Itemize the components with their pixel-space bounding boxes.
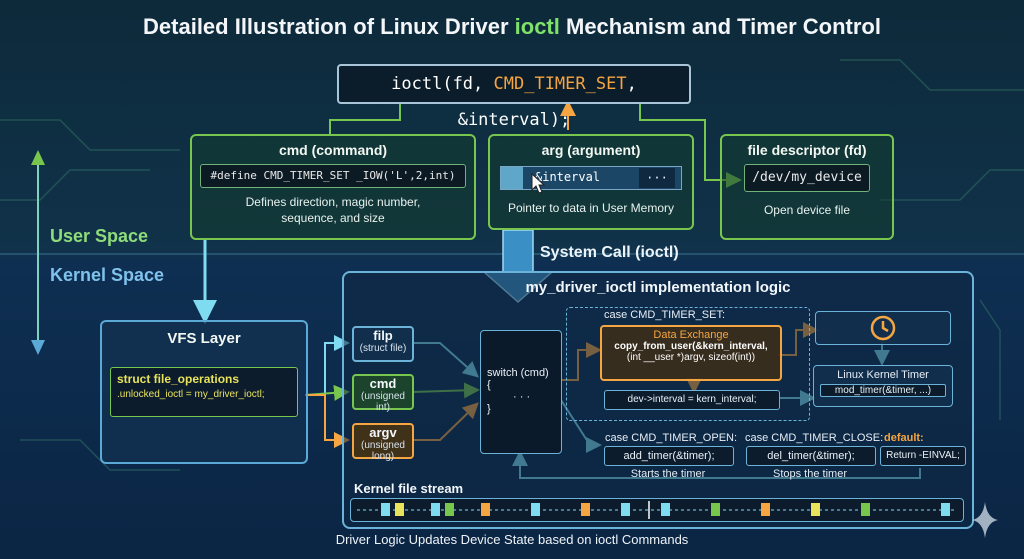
- arg-desc: Pointer to data in User Memory: [507, 201, 675, 215]
- file-stream-icons: [357, 501, 957, 519]
- return-einval: Return -EINVAL;: [880, 446, 966, 466]
- data-exchange-box: Data Exchange copy_from_user(&kern_inter…: [600, 325, 782, 381]
- default-case-label: default:: [884, 432, 924, 444]
- cmd-panel-title: cmd (command): [278, 142, 388, 158]
- switch-ellipsis: · · ·: [513, 391, 531, 403]
- memory-bar: &interval ···: [500, 166, 682, 194]
- sparkle-icon: [972, 502, 998, 538]
- user-space-label: User Space: [50, 226, 149, 246]
- switch-close-brace: }: [487, 403, 491, 415]
- kernel-file-stream-label: Kernel file stream: [354, 481, 464, 496]
- file-operations-struct: struct file_operations: [117, 372, 240, 386]
- arg-panel: arg (argument) &interval ··· Pointer to …: [488, 134, 694, 230]
- copy-from-user-line2: (int __user *)argv, sizeof(int)): [626, 352, 756, 363]
- kernel-timer-box: Linux Kernel Timer mod_timer(&timer, ...…: [813, 365, 953, 407]
- switch-head: switch (cmd): [487, 367, 549, 379]
- param-filp: filp (struct file): [352, 326, 414, 362]
- stream-file-icons: [381, 501, 950, 519]
- case-timer-set-label: case CMD_TIMER_SET:: [604, 309, 726, 321]
- vfs-layer-box: VFS Layer struct file_operations .unlock…: [100, 320, 308, 464]
- clock-icon: [870, 315, 896, 341]
- interval-field: &interval: [535, 170, 601, 184]
- impl-title: my_driver_ioctl implementation logic: [525, 279, 791, 296]
- mod-timer-call: mod_timer(&timer, ...): [820, 384, 946, 397]
- file-operations-box: struct file_operations .unlocked_ioctl =…: [110, 367, 298, 417]
- cursor-icon: [531, 173, 546, 194]
- cmd-panel: cmd (command) #define CMD_TIMER_SET _IOW…: [190, 134, 476, 240]
- del-timer-call: del_timer(&timer);: [746, 446, 876, 466]
- unlocked-ioctl-assign: .unlocked_ioctl = my_driver_ioctl;: [117, 389, 265, 400]
- footer-caption: Driver Logic Updates Device State based …: [335, 532, 689, 547]
- copy-from-user-line1: copy_from_user(&kern_interval,: [614, 341, 768, 352]
- timer-close-note: Stops the timer: [773, 468, 847, 480]
- cmd-desc-line1: Defines direction, magic number,: [245, 195, 421, 209]
- switch-block: switch (cmd) { · · · }: [480, 330, 562, 454]
- param-argv: argv (unsigned long): [352, 423, 414, 462]
- vfs-title: VFS Layer: [167, 330, 241, 347]
- case-timer-close-label: case CMD_TIMER_CLOSE:: [745, 432, 884, 444]
- circuit-decoration: [0, 59, 1024, 471]
- param-cmd: cmd (unsigned int): [352, 374, 414, 413]
- kernel-file-stream: [350, 498, 964, 522]
- interval-assign: dev->interval = kern_interval;: [604, 390, 780, 410]
- device-path: /dev/my_device: [744, 164, 870, 192]
- case-timer-set-box: [566, 307, 810, 421]
- syscall-label: System Call (ioctl): [540, 244, 679, 261]
- switch-open-brace: {: [487, 379, 491, 391]
- timer-open-note: Starts the timer: [630, 468, 706, 480]
- clock-box: [815, 311, 951, 345]
- fd-panel-title: file descriptor (fd): [747, 142, 867, 158]
- arg-panel-title: arg (argument): [541, 142, 641, 158]
- page-title: Detailed Illustration of Linux Driver io…: [143, 14, 881, 39]
- case-timer-open-label: case CMD_TIMER_OPEN:: [605, 432, 738, 444]
- cmd-desc-line2: sequence, and size: [281, 211, 385, 225]
- kernel-timer-title: Linux Kernel Timer: [837, 369, 929, 381]
- data-exchange-title: Data Exchange: [653, 329, 729, 341]
- fd-panel: file descriptor (fd) /dev/my_device Open…: [720, 134, 894, 240]
- ioctl-call-box: ioctl(fd, CMD_TIMER_SET, &interval);: [337, 64, 691, 130]
- add-timer-call: add_timer(&timer);: [604, 446, 734, 466]
- fd-desc: Open device file: [763, 203, 851, 217]
- kernel-space-label: Kernel Space: [50, 265, 165, 285]
- cmd-define-code: #define CMD_TIMER_SET _IOW('L',2,int): [200, 164, 466, 188]
- memory-cell: [501, 167, 523, 189]
- memory-ellipsis: ···: [639, 168, 675, 188]
